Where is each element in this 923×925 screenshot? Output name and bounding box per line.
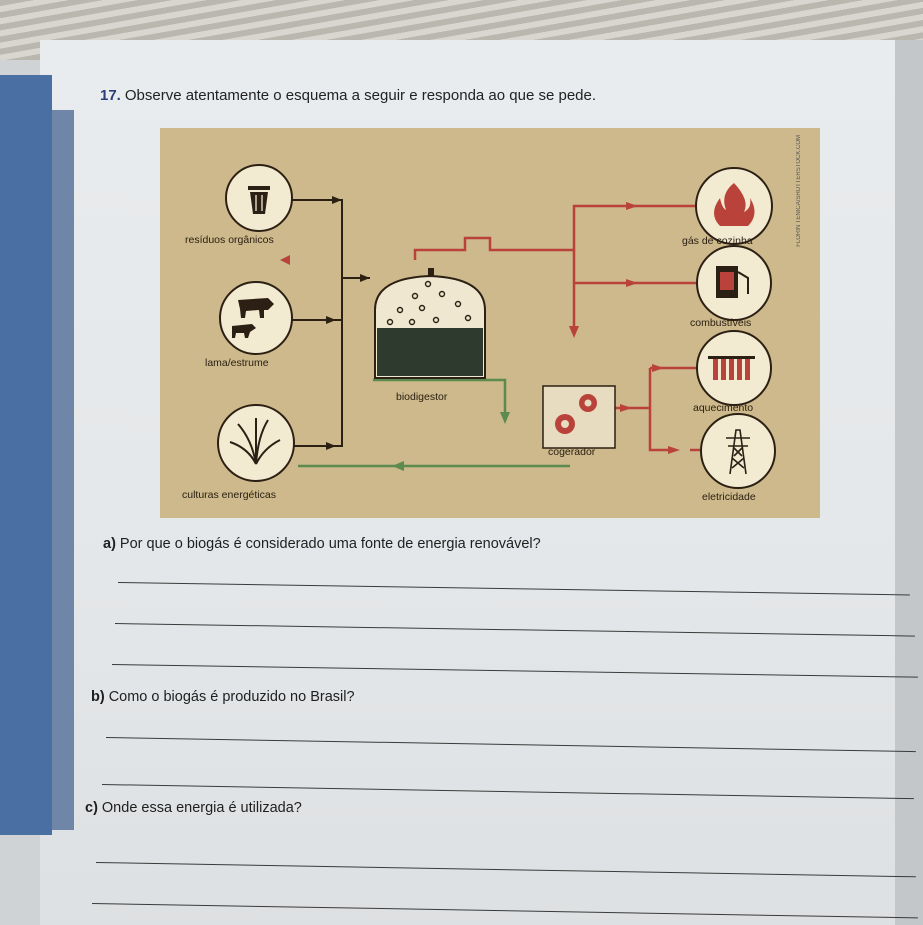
- label-biodigestor: biodigestor: [396, 391, 448, 403]
- label-lama: lama/estrume: [205, 357, 269, 369]
- label-culturas: culturas energéticas: [182, 489, 276, 501]
- page-edge-strip-inner: [52, 110, 74, 830]
- fire-icon: [695, 167, 773, 245]
- gas-bubbles: [386, 280, 472, 326]
- plant-icon: [217, 404, 295, 482]
- label-aquecimento: aquecimento: [693, 402, 753, 414]
- exercise-number: 17.: [100, 87, 121, 104]
- label-residuos: resíduos orgânicos: [185, 234, 274, 246]
- power-tower-icon: [700, 413, 776, 489]
- cogenerator-box: [542, 385, 616, 449]
- input-arrowheads: [326, 196, 370, 450]
- question-c: c)Onde essa energia é utilizada?: [85, 800, 302, 816]
- red-arrowheads: [280, 202, 680, 454]
- label-gas: gás de cozinha: [682, 235, 753, 247]
- page-right-edge: [895, 40, 923, 925]
- biodigester-tank: [374, 268, 486, 379]
- green-arrowheads: [392, 412, 510, 471]
- fuel-pump-icon: [696, 245, 772, 321]
- question-a: a)Por que o biogás é considerado uma fon…: [103, 536, 541, 552]
- gears-icon: [555, 394, 597, 434]
- biogas-diagram: resíduos orgânicos lama/estrume culturas…: [160, 128, 820, 518]
- biogas-diagram-svg: resíduos orgânicos lama/estrume culturas…: [182, 164, 776, 503]
- digestate-return-line: [298, 378, 570, 468]
- label-combustiveis: combustíveis: [690, 317, 751, 329]
- trash-icon: [225, 164, 293, 232]
- page-edge-strip: [0, 75, 52, 835]
- radiator-icon: [696, 330, 772, 406]
- label-cogerador: cogerador: [548, 446, 596, 458]
- exercise-heading: 17.Observe atentamente o esquema a segui…: [100, 87, 596, 104]
- image-credit: FLORIN TENICA/SHUTTERSTOCK.COM: [796, 135, 802, 247]
- exercise-instruction: Observe atentamente o esquema a seguir e…: [124, 87, 597, 104]
- cattle-icon: [219, 281, 293, 355]
- input-flow-lines: [292, 199, 370, 447]
- label-eletricidade: eletricidade: [702, 491, 756, 503]
- question-b: b)Como o biogás é produzido no Brasil?: [91, 689, 355, 705]
